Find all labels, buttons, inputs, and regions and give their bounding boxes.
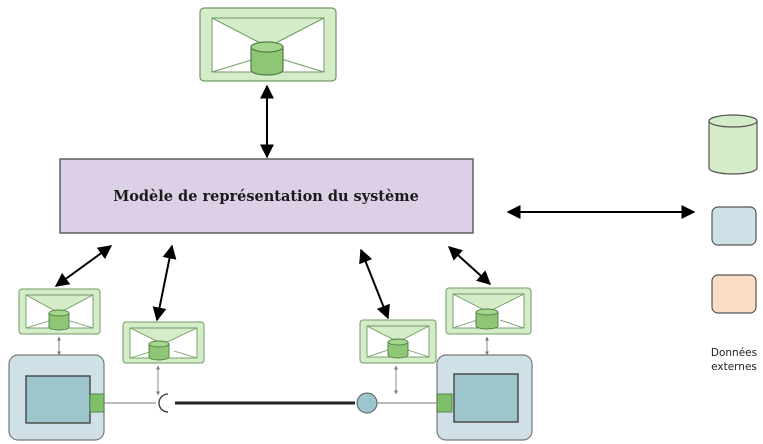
arrow-right-inner [359, 248, 390, 320]
arrow-left-inner [152, 244, 177, 322]
arrow-left-outer [54, 245, 113, 287]
model-title: Modèle de représentation du système [113, 188, 419, 205]
legend-caption-line1: Données [711, 347, 757, 359]
interface-link [104, 392, 437, 414]
system-left [8, 354, 105, 441]
thin-links [57, 336, 489, 396]
top-connector [199, 7, 337, 82]
provided-interface-ball [356, 392, 378, 414]
legend: Données externes [708, 114, 758, 373]
arrow-right-outer [447, 246, 492, 285]
arrows [54, 84, 696, 322]
legend-caption-line2: externes [711, 361, 757, 373]
legend-blue-box [711, 206, 757, 246]
database-icon [250, 41, 284, 76]
connector-right-inner [359, 319, 437, 364]
legend-peach-box [711, 274, 757, 314]
legend-cylinder [708, 114, 758, 175]
connector-left-outer [18, 288, 101, 335]
connector-left-inner [122, 321, 205, 364]
system-right [436, 354, 533, 441]
connector-right-outer [445, 287, 532, 335]
required-interface-socket [158, 393, 169, 413]
model-box: Modèle de représentation du système [59, 158, 474, 234]
